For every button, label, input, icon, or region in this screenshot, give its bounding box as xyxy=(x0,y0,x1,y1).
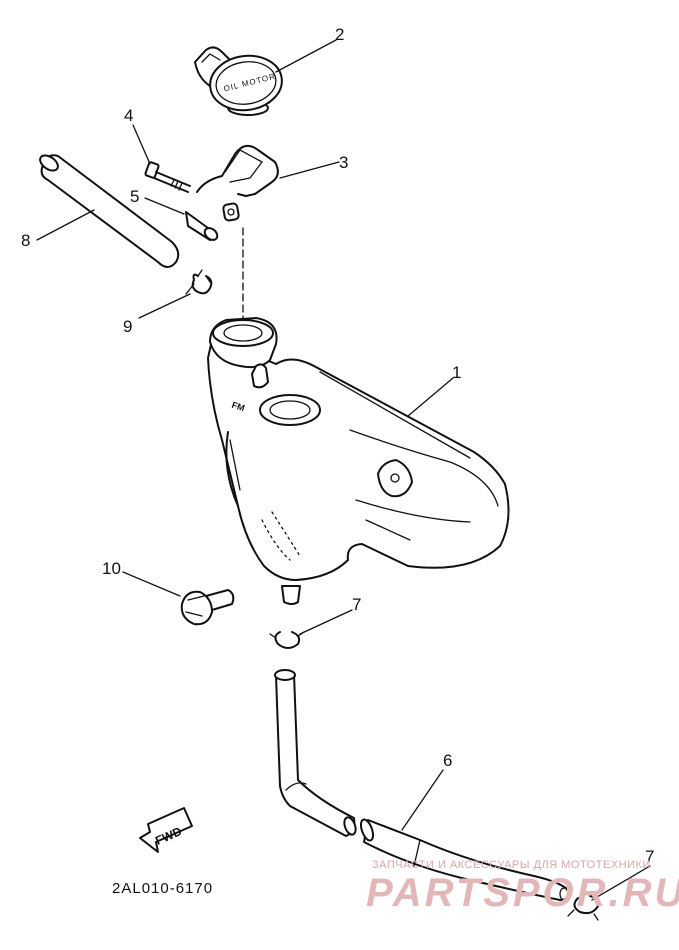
watermark: ЗАПЧАСТИ И АКСЕССУАРЫ ДЛЯ МОТОТЕХНИКИ PA… xyxy=(366,859,679,915)
part-numbers: 1 2 3 4 5 6 7 7 8 9 10 xyxy=(21,25,654,866)
oil-tank-cap: OIL MOTOR xyxy=(194,46,283,116)
hose-clip-middle xyxy=(269,631,305,649)
part-number-10: 10 xyxy=(102,559,121,578)
part-number-7-upper: 7 xyxy=(352,595,361,614)
leader-lines xyxy=(36,39,651,901)
tank-mark: FM xyxy=(231,400,246,414)
oil-tank: FM xyxy=(207,317,510,605)
hose-clip-lower xyxy=(567,895,599,921)
hose-clip-upper xyxy=(185,269,213,295)
forward-arrow: FWD xyxy=(139,807,193,853)
watermark-logo: PARTSPOR.RU xyxy=(366,871,679,915)
tank-bracket xyxy=(196,144,279,222)
part-number-5: 5 xyxy=(130,187,139,206)
diagram-code: 2AL010-6170 xyxy=(112,880,213,897)
watermark-caption: ЗАПЧАСТИ И АКСЕССУАРЫ ДЛЯ МОТОТЕХНИКИ xyxy=(372,859,651,871)
part-number-3: 3 xyxy=(339,153,348,172)
breather-hose xyxy=(39,154,180,268)
part-number-6: 6 xyxy=(443,751,452,770)
part-number-7-lower: 7 xyxy=(645,847,654,866)
part-number-9: 9 xyxy=(123,317,132,336)
part-number-4: 4 xyxy=(124,106,133,125)
part-number-2: 2 xyxy=(335,25,344,44)
collar xyxy=(185,211,219,241)
part-number-1: 1 xyxy=(452,363,461,382)
drain-bolt xyxy=(180,589,235,626)
oil-delivery-hose xyxy=(274,669,570,901)
part-number-8: 8 xyxy=(21,231,30,250)
bolt xyxy=(144,161,191,193)
